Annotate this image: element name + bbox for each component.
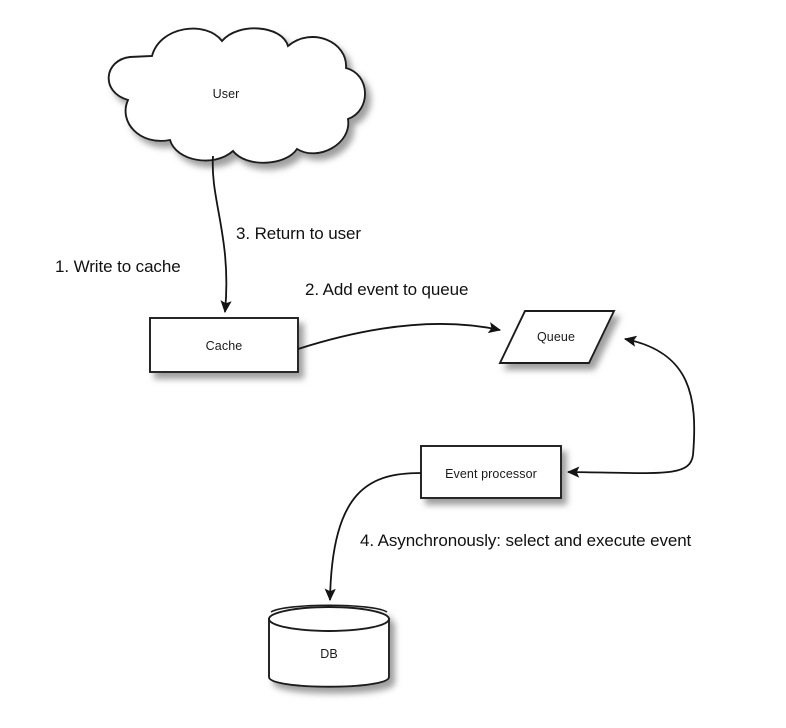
step-label-2-add-event-to-queue: 2. Add event to queue: [305, 280, 469, 299]
node-cache[interactable]: [149, 317, 299, 373]
node-user[interactable]: [107, 27, 366, 164]
node-label-cache: Cache: [205, 339, 243, 353]
node-label-user: User: [212, 87, 240, 101]
edge-queue-to-processor: [566, 454, 694, 478]
node-db[interactable]: [268, 604, 390, 688]
edge-user-to-cache: [211, 155, 232, 314]
node-event-processor[interactable]: [420, 445, 562, 499]
edge-cache-to-queue: [297, 322, 502, 350]
node-label-queue: Queue: [536, 330, 576, 344]
step-label-4-asynchronously-select-and-execute-event: 4. Asynchronously: select and execute ev…: [360, 531, 692, 550]
edge-processor-to-queue: [623, 335, 696, 456]
step-label-1-write-to-cache: 1. Write to cache: [55, 257, 181, 276]
edge-processor-to-db: [324, 472, 422, 602]
node-label-event-processor: Event processor: [445, 467, 537, 481]
step-label-3-return-to-user: 3. Return to user: [236, 224, 361, 243]
node-queue[interactable]: [498, 310, 616, 364]
node-label-db: DB: [320, 647, 338, 661]
